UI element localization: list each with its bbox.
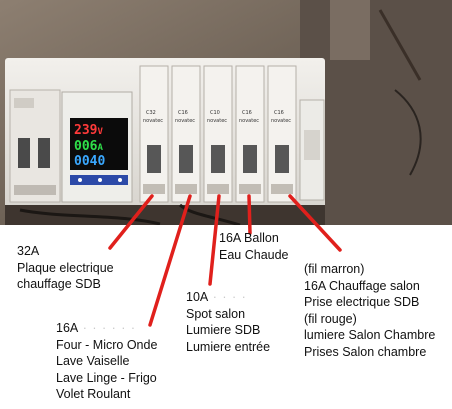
breaker-c32: C32 novatec — [139, 65, 169, 203]
breaker-row: C32 novatec C16 novatec C10 novatec C16 … — [139, 65, 297, 203]
label-line: Volet Roulant — [56, 387, 131, 401]
breaker-rating: C16 — [242, 110, 252, 116]
wire-loop — [378, 9, 422, 81]
label-line: (fil marron) — [304, 262, 365, 276]
meter-voltage: 239 — [74, 123, 97, 138]
breaker-rating: C16 — [274, 110, 284, 116]
label-rating: 16A — [56, 321, 79, 335]
breaker-rating: C32 — [146, 110, 156, 116]
breaker-c10: C10 novatec — [203, 65, 233, 203]
panel-enclosure-right — [300, 0, 452, 225]
meter-power: 0040 — [74, 154, 105, 169]
label-line: 16A Ballon — [219, 231, 279, 245]
obscured-text: · · · · — [208, 290, 247, 304]
meter-current: 006 — [74, 139, 98, 154]
breaker-rating: C10 — [210, 110, 220, 116]
label-line: Prise electrique SDB — [304, 295, 420, 309]
label-16a-salon: (fil marron) 16A Chauffage salon Prise e… — [304, 261, 435, 360]
label-line: (fil rouge) — [304, 311, 357, 326]
breaker-c16-2: C16 novatec — [235, 65, 265, 203]
breaker-brand: novatec — [207, 118, 227, 124]
label-line: Lave Linge - Frigo — [56, 370, 157, 385]
breaker-brand: novatec — [143, 118, 163, 124]
label-16a-ballon: 16A Ballon Eau Chaude — [219, 230, 289, 263]
label-32a-plaque: 32A Plaque electrique chauffage SDB — [17, 243, 114, 293]
breaker-brand: novatec — [271, 118, 291, 124]
label-line: Eau Chaude — [219, 247, 289, 262]
label-rating: 32A — [17, 244, 40, 258]
label-line: Spot salon — [186, 306, 246, 321]
label-line: Lave Vaiselle — [56, 354, 130, 368]
label-line: 16A Chauffage salon — [304, 278, 420, 293]
meter-current-readout: 006A — [74, 139, 103, 154]
label-line: Prises Salon chambre — [304, 344, 427, 359]
meter-voltage-unit: V — [97, 127, 103, 137]
label-line: Lumiere SDB — [186, 323, 261, 337]
breaker-c16-1: C16 novatec — [171, 65, 201, 203]
breaker-rating: C16 — [178, 110, 188, 116]
breaker-brand: novatec — [239, 118, 259, 124]
label-line: Four - Micro Onde — [56, 337, 158, 352]
label-rating: 10A — [186, 290, 209, 304]
voltage-current-meter: 239V 006A 0040 — [61, 91, 133, 203]
label-16a-kitchen: 16A · · · · · · Four - Micro Onde Lave V… — [56, 320, 157, 403]
breaker-c16-3: C16 novatec — [267, 65, 297, 203]
breaker-brand: novatec — [175, 118, 195, 124]
label-line: lumiere Salon Chambre — [304, 328, 436, 342]
differential-breaker — [9, 89, 61, 203]
meter-voltage-readout: 239V — [74, 123, 103, 138]
label-line: chauffage SDB — [17, 277, 101, 291]
obscured-text: · · · · · · — [78, 321, 137, 335]
label-line: Lumiere entrée — [186, 339, 271, 354]
meter-power-readout: 0040 — [74, 154, 105, 169]
meter-current-unit: A — [97, 143, 103, 153]
contactor-module — [299, 99, 325, 201]
label-line: Plaque electrique — [17, 260, 114, 275]
electrical-panel-photo: 239V 006A 0040 C32 novatec C16 novatec — [0, 0, 452, 225]
label-10a-spot: 10A · · · · Spot salon Lumiere SDB Lumie… — [186, 289, 270, 355]
